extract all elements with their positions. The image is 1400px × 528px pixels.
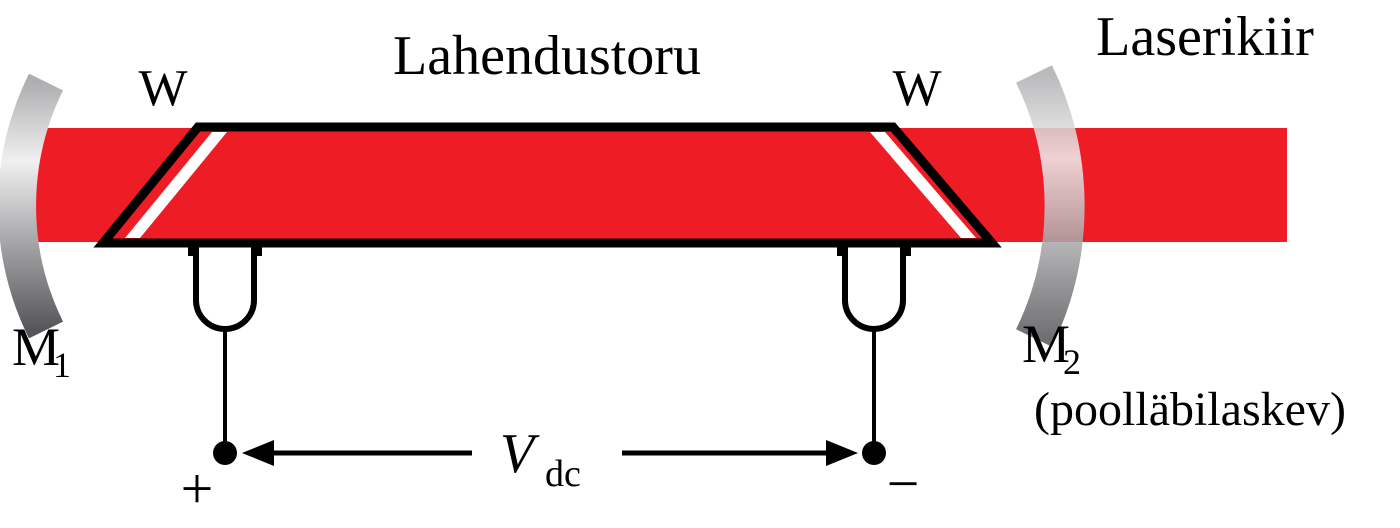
window-right-label: W [892, 60, 941, 117]
electrode-right [842, 245, 906, 332]
laser-beam-label: Laserikiir [1096, 6, 1314, 68]
voltage-subscript: dc [545, 453, 581, 495]
mirror-m1 [0, 73, 64, 339]
window-left-label: W [138, 60, 187, 117]
brewster-window-right [870, 132, 976, 238]
electrode-left [193, 245, 257, 332]
mirror-m2 [1015, 65, 1085, 347]
vdc-arrow-left-head [242, 440, 274, 466]
plus-label: + [181, 456, 214, 521]
mirror2-label: M [1022, 314, 1070, 374]
terminal-plus [213, 441, 237, 465]
brewster-window-left [125, 132, 227, 238]
mirror2-note-label: (poolläbilaskev) [1034, 383, 1346, 436]
mirror1-label: M [12, 317, 60, 377]
terminal-minus [862, 441, 886, 465]
vdc-arrow-right-head [826, 440, 858, 466]
mirror1-subscript: 1 [53, 345, 71, 385]
mirror2-subscript: 2 [1063, 342, 1081, 382]
voltage-label: V [500, 423, 540, 485]
discharge-tube [93, 122, 1002, 248]
minus-label: − [887, 451, 920, 516]
tube-title-label: Lahendustoru [393, 25, 701, 87]
